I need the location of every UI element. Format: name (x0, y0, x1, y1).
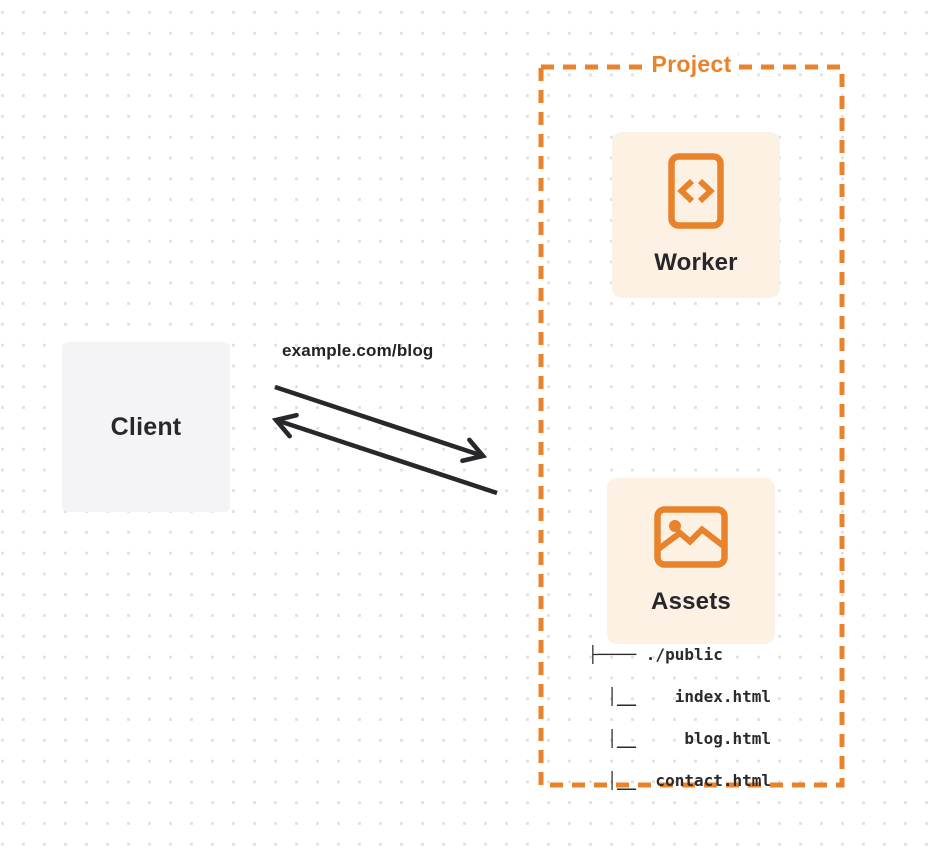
file-tree-blog-html: │__ blog.html (588, 729, 772, 748)
file-tree-public-dir: ├──── ./public (588, 645, 723, 664)
request-arrow (274, 384, 488, 464)
assets-label: Assets (651, 588, 731, 615)
file-tree-index-html: │__ index.html (588, 687, 772, 706)
code-document-icon (668, 153, 724, 229)
worker-node: Worker (612, 132, 780, 298)
image-icon (654, 506, 728, 568)
client-node: Client (62, 342, 230, 512)
worker-label: Worker (654, 249, 738, 276)
client-label: Client (110, 412, 182, 441)
request-url-label: example.com/blog (282, 341, 434, 360)
project-title: Project (645, 51, 738, 78)
project-group: Project (541, 51, 842, 78)
file-tree-contact-html: │__ contact.html (588, 771, 772, 790)
file-tree: ├──── ./public │__ index.html │__ blog.h… (588, 644, 771, 812)
response-arrow (271, 412, 498, 496)
assets-node: Assets (607, 478, 775, 644)
